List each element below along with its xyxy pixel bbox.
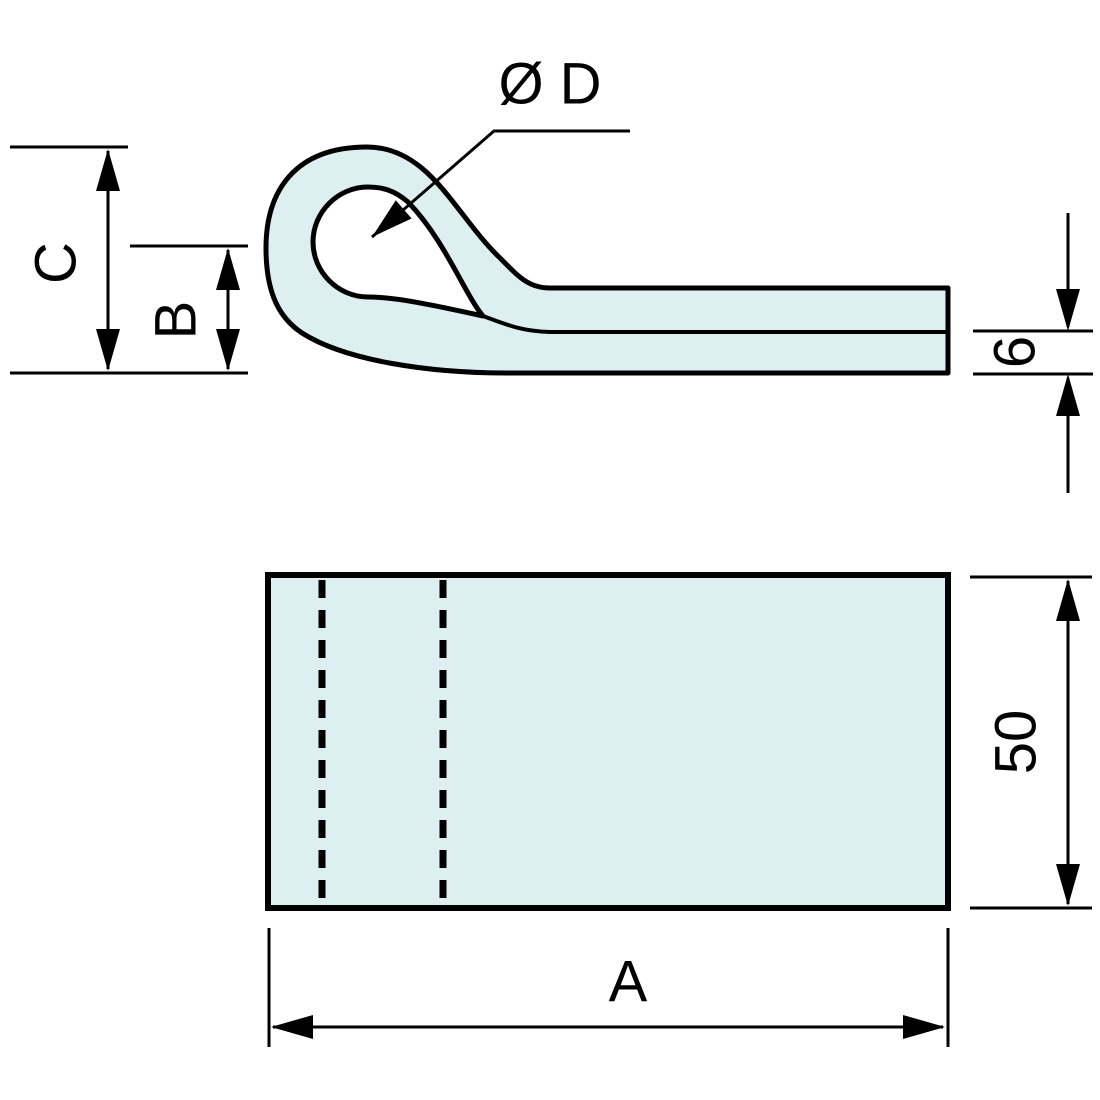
arrow-up-icon [216, 248, 240, 290]
loop-hole [310, 184, 486, 319]
thickness-label: 6 [983, 336, 1048, 368]
arrow-down-icon [1056, 289, 1080, 331]
arrow-up-icon [1056, 579, 1080, 621]
dimension-overall-height: C [10, 145, 248, 375]
strap-side-outline [263, 144, 951, 376]
leader-arrowhead-icon [372, 200, 412, 237]
diameter-leader: Ø D [371, 52, 630, 239]
dimension-thickness: 6 [973, 213, 1093, 493]
side-view [263, 144, 951, 376]
arrow-down-icon [96, 329, 120, 371]
arrow-left-icon [271, 1015, 313, 1039]
dimension-width: 50 [970, 575, 1092, 910]
hole-center-height-label: B [144, 301, 209, 340]
arrow-down-icon [1056, 864, 1080, 906]
strap-plan-outline [265, 572, 951, 911]
layer-separation-line [482, 314, 948, 334]
diameter-label: Ø D [498, 52, 601, 117]
arrow-up-icon [1056, 374, 1080, 416]
plan-view [265, 572, 951, 911]
dimension-length: A [267, 928, 950, 1047]
length-label: A [609, 950, 648, 1015]
arrow-right-icon [903, 1015, 945, 1039]
overall-height-label: C [24, 242, 89, 284]
arrow-up-icon [96, 149, 120, 191]
arrow-down-icon [216, 329, 240, 371]
dimension-hole-center-height: B [130, 244, 248, 371]
width-label: 50 [984, 710, 1049, 775]
leader-line [371, 129, 630, 239]
